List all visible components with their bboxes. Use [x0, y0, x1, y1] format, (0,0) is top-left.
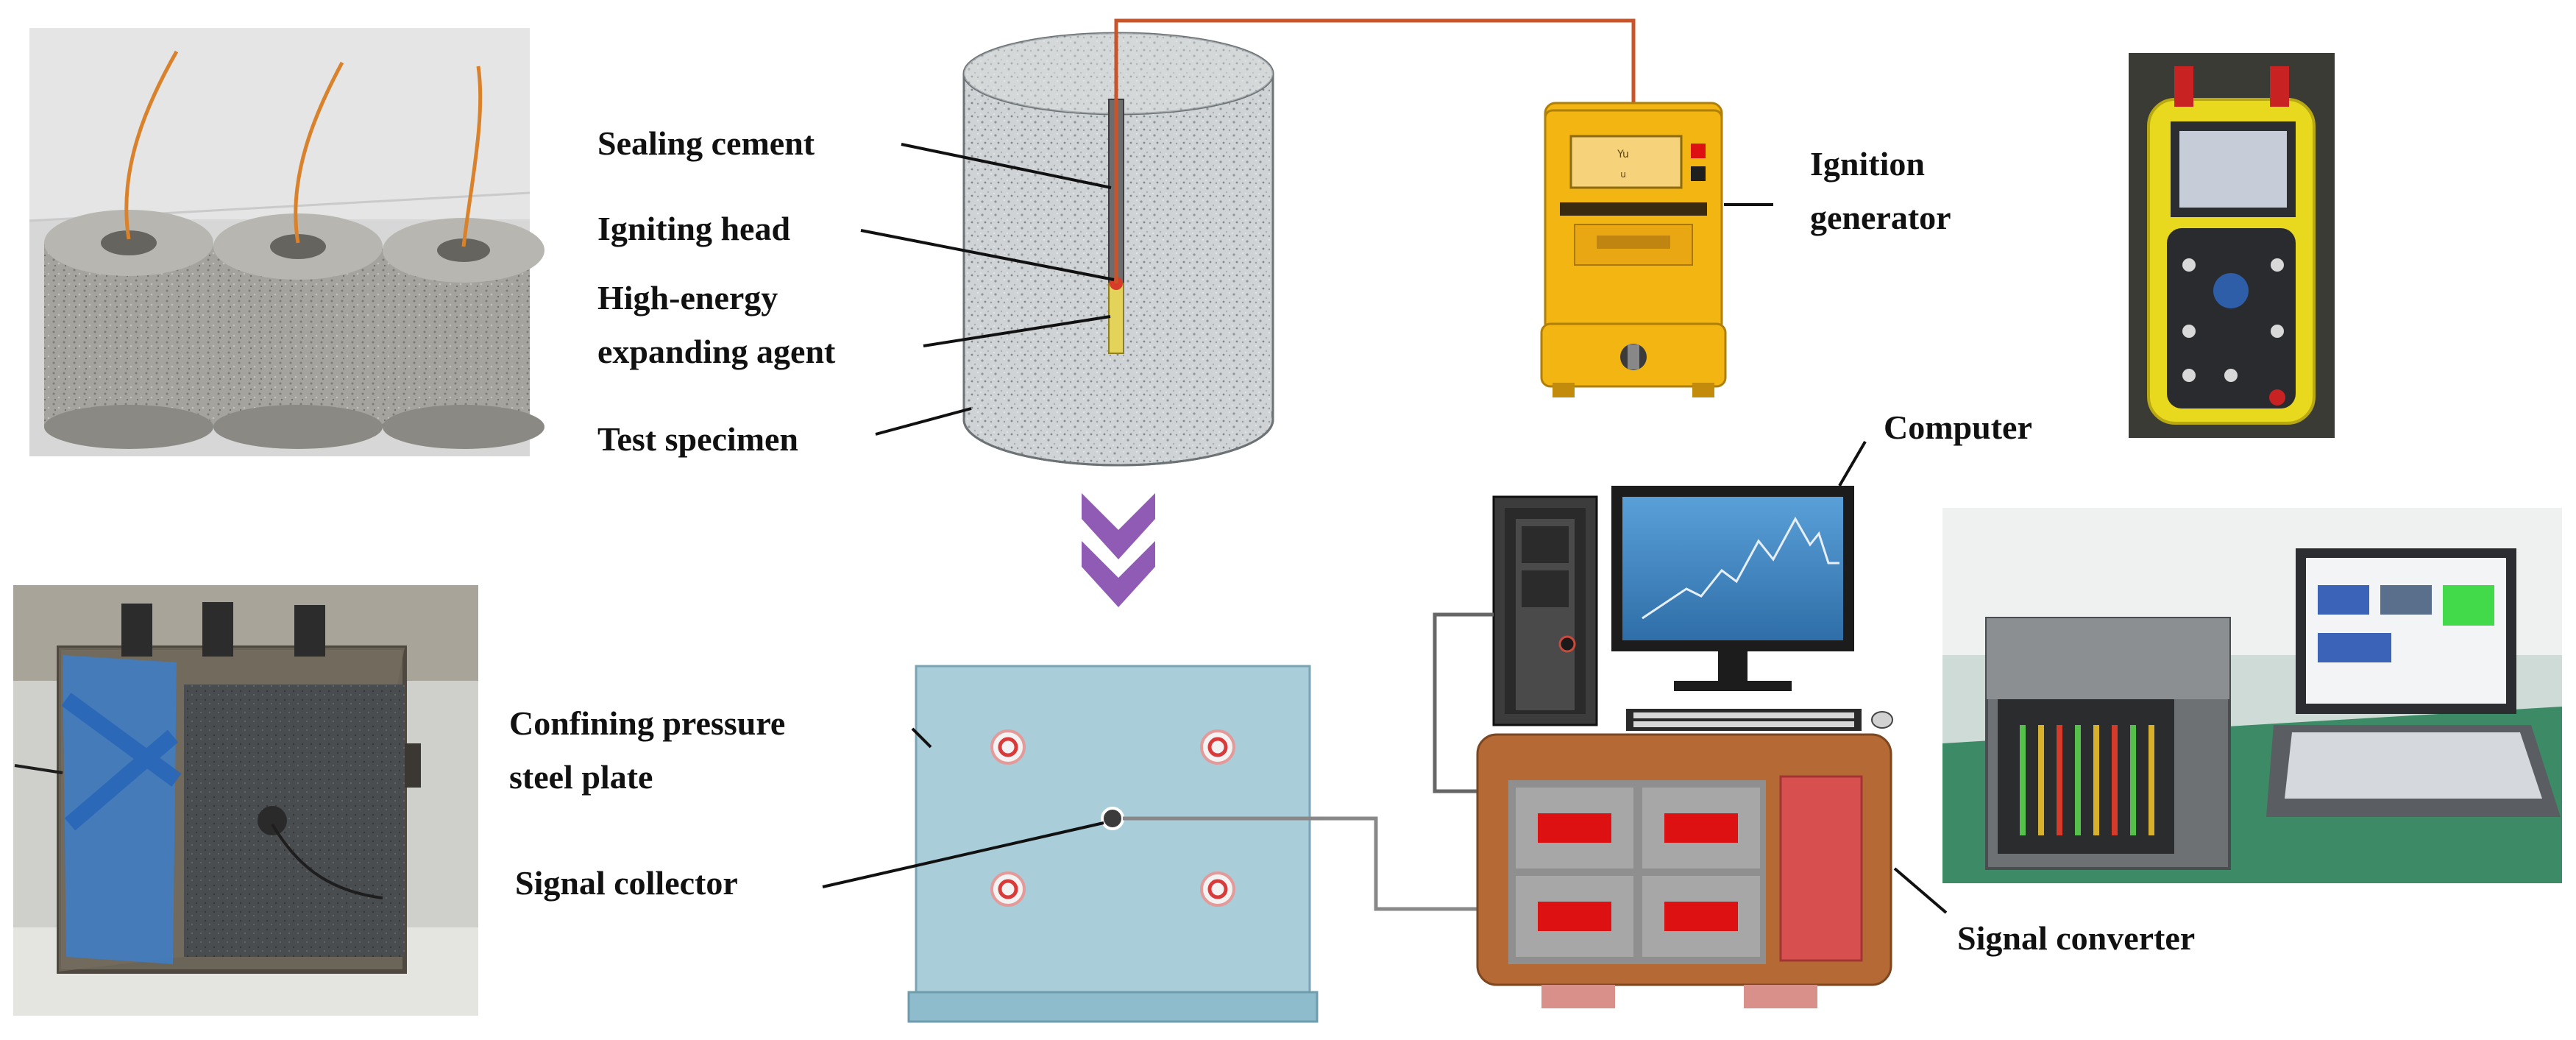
keyboard-icon — [1626, 709, 1862, 731]
bolt-icon — [1200, 871, 1235, 907]
computer-cable — [1433, 612, 1494, 793]
specimens-photo — [29, 28, 544, 456]
label-signal-collector: Signal collector — [515, 864, 738, 902]
red-indicator — [1664, 902, 1738, 931]
label-test-specimen: Test specimen — [597, 420, 798, 458]
leader-lines — [822, 143, 1948, 914]
specimen-cylinder-2 — [213, 61, 383, 449]
red-indicator — [1538, 813, 1611, 843]
label-igniting-head: Igniting head — [597, 210, 790, 247]
label-signal-converter: Signal converter — [1957, 919, 2195, 957]
ignition-generator-device: Yu u — [1540, 102, 1727, 397]
ignition-device-photo — [2129, 53, 2335, 438]
label-confining-line2: steel plate — [509, 758, 653, 796]
label-ignition-line1: Ignition — [1810, 145, 1925, 183]
confining-steel-plate — [907, 665, 1319, 1023]
red-indicator — [1664, 813, 1738, 843]
label-agent-line2: expanding agent — [597, 333, 836, 370]
confining-box-photo — [13, 585, 478, 1016]
signal-converter-photo — [1942, 508, 2562, 883]
computer-tower — [1492, 495, 1598, 726]
red-indicator — [1538, 902, 1611, 931]
specimen-cylinder-3 — [383, 66, 544, 449]
monitor-waveform — [1642, 516, 1839, 620]
mouse-icon — [1871, 711, 1893, 729]
expanding-agent-column — [1108, 283, 1124, 354]
bolt-icon — [990, 729, 1026, 765]
signal-collector-sensor — [1101, 807, 1124, 830]
specimen-cylinder-1 — [44, 50, 213, 449]
label-ignition-line2: generator — [1810, 199, 1951, 236]
test-specimen-cylinder — [962, 32, 1274, 467]
bolt-icon — [1200, 729, 1235, 765]
label-computer: Computer — [1884, 408, 2032, 446]
double-chevron-down-icon — [1082, 493, 1155, 607]
signal-cable — [1123, 816, 1483, 911]
label-agent-line1: High-energy — [597, 279, 778, 316]
bolt-icon — [990, 871, 1026, 907]
label-confining-line1: Confining pressure — [509, 704, 785, 742]
label-sealing-cement: Sealing cement — [597, 124, 815, 162]
signal-converter-desk — [1476, 733, 1892, 1008]
ignition-wire — [1114, 18, 1636, 283]
svg-text:Yu: Yu — [1617, 149, 1629, 160]
computer-monitor — [1611, 486, 1854, 691]
svg-text:u: u — [1620, 169, 1626, 180]
